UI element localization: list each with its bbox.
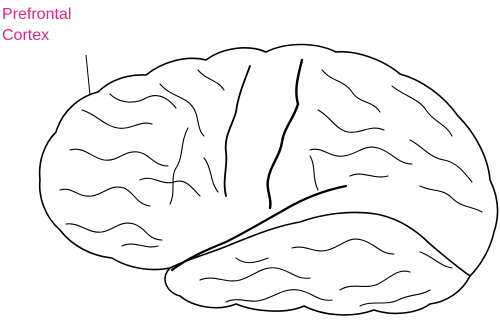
prefrontal-cortex-label: Prefrontal Cortex [2,4,71,46]
label-line-1: Prefrontal [2,4,71,25]
label-line-2: Cortex [2,25,71,46]
